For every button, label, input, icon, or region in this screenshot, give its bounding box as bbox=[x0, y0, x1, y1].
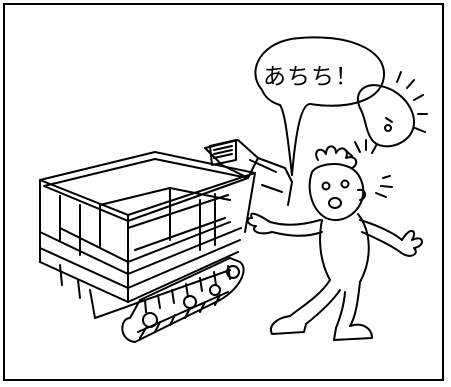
hot-glove-icon bbox=[357, 71, 428, 148]
speech-bubble bbox=[254, 36, 386, 176]
surprised-worker-illustration bbox=[246, 145, 423, 341]
speech-bubble-text: あちち！ bbox=[263, 64, 359, 90]
illustration-frame bbox=[3, 3, 444, 381]
crawler-carrier-illustration bbox=[39, 139, 293, 343]
